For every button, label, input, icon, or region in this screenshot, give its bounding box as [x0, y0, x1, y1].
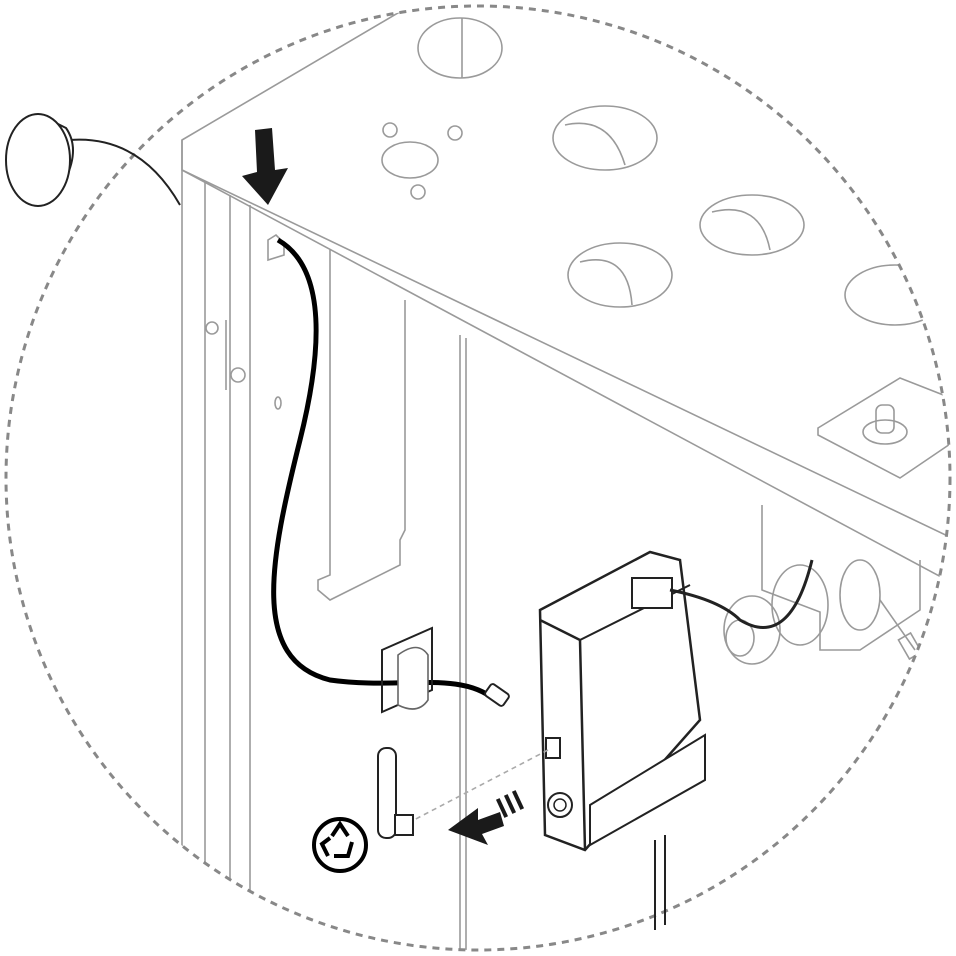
- remove-arrow-icon: [448, 790, 525, 845]
- guide-line: [409, 749, 549, 823]
- stub-antenna: [377, 747, 414, 839]
- external-antenna: [5, 113, 181, 207]
- recycle-icon: [312, 817, 368, 873]
- wall-bracket-clip: [381, 626, 433, 714]
- antenna-cable: [271, 237, 497, 702]
- gateway-device: [538, 550, 814, 930]
- cable-connector: [484, 683, 510, 707]
- insert-arrow-icon: [242, 128, 288, 205]
- detail-circle: [4, 4, 952, 952]
- cabinet: [181, 6, 950, 950]
- top-holes: [381, 17, 946, 326]
